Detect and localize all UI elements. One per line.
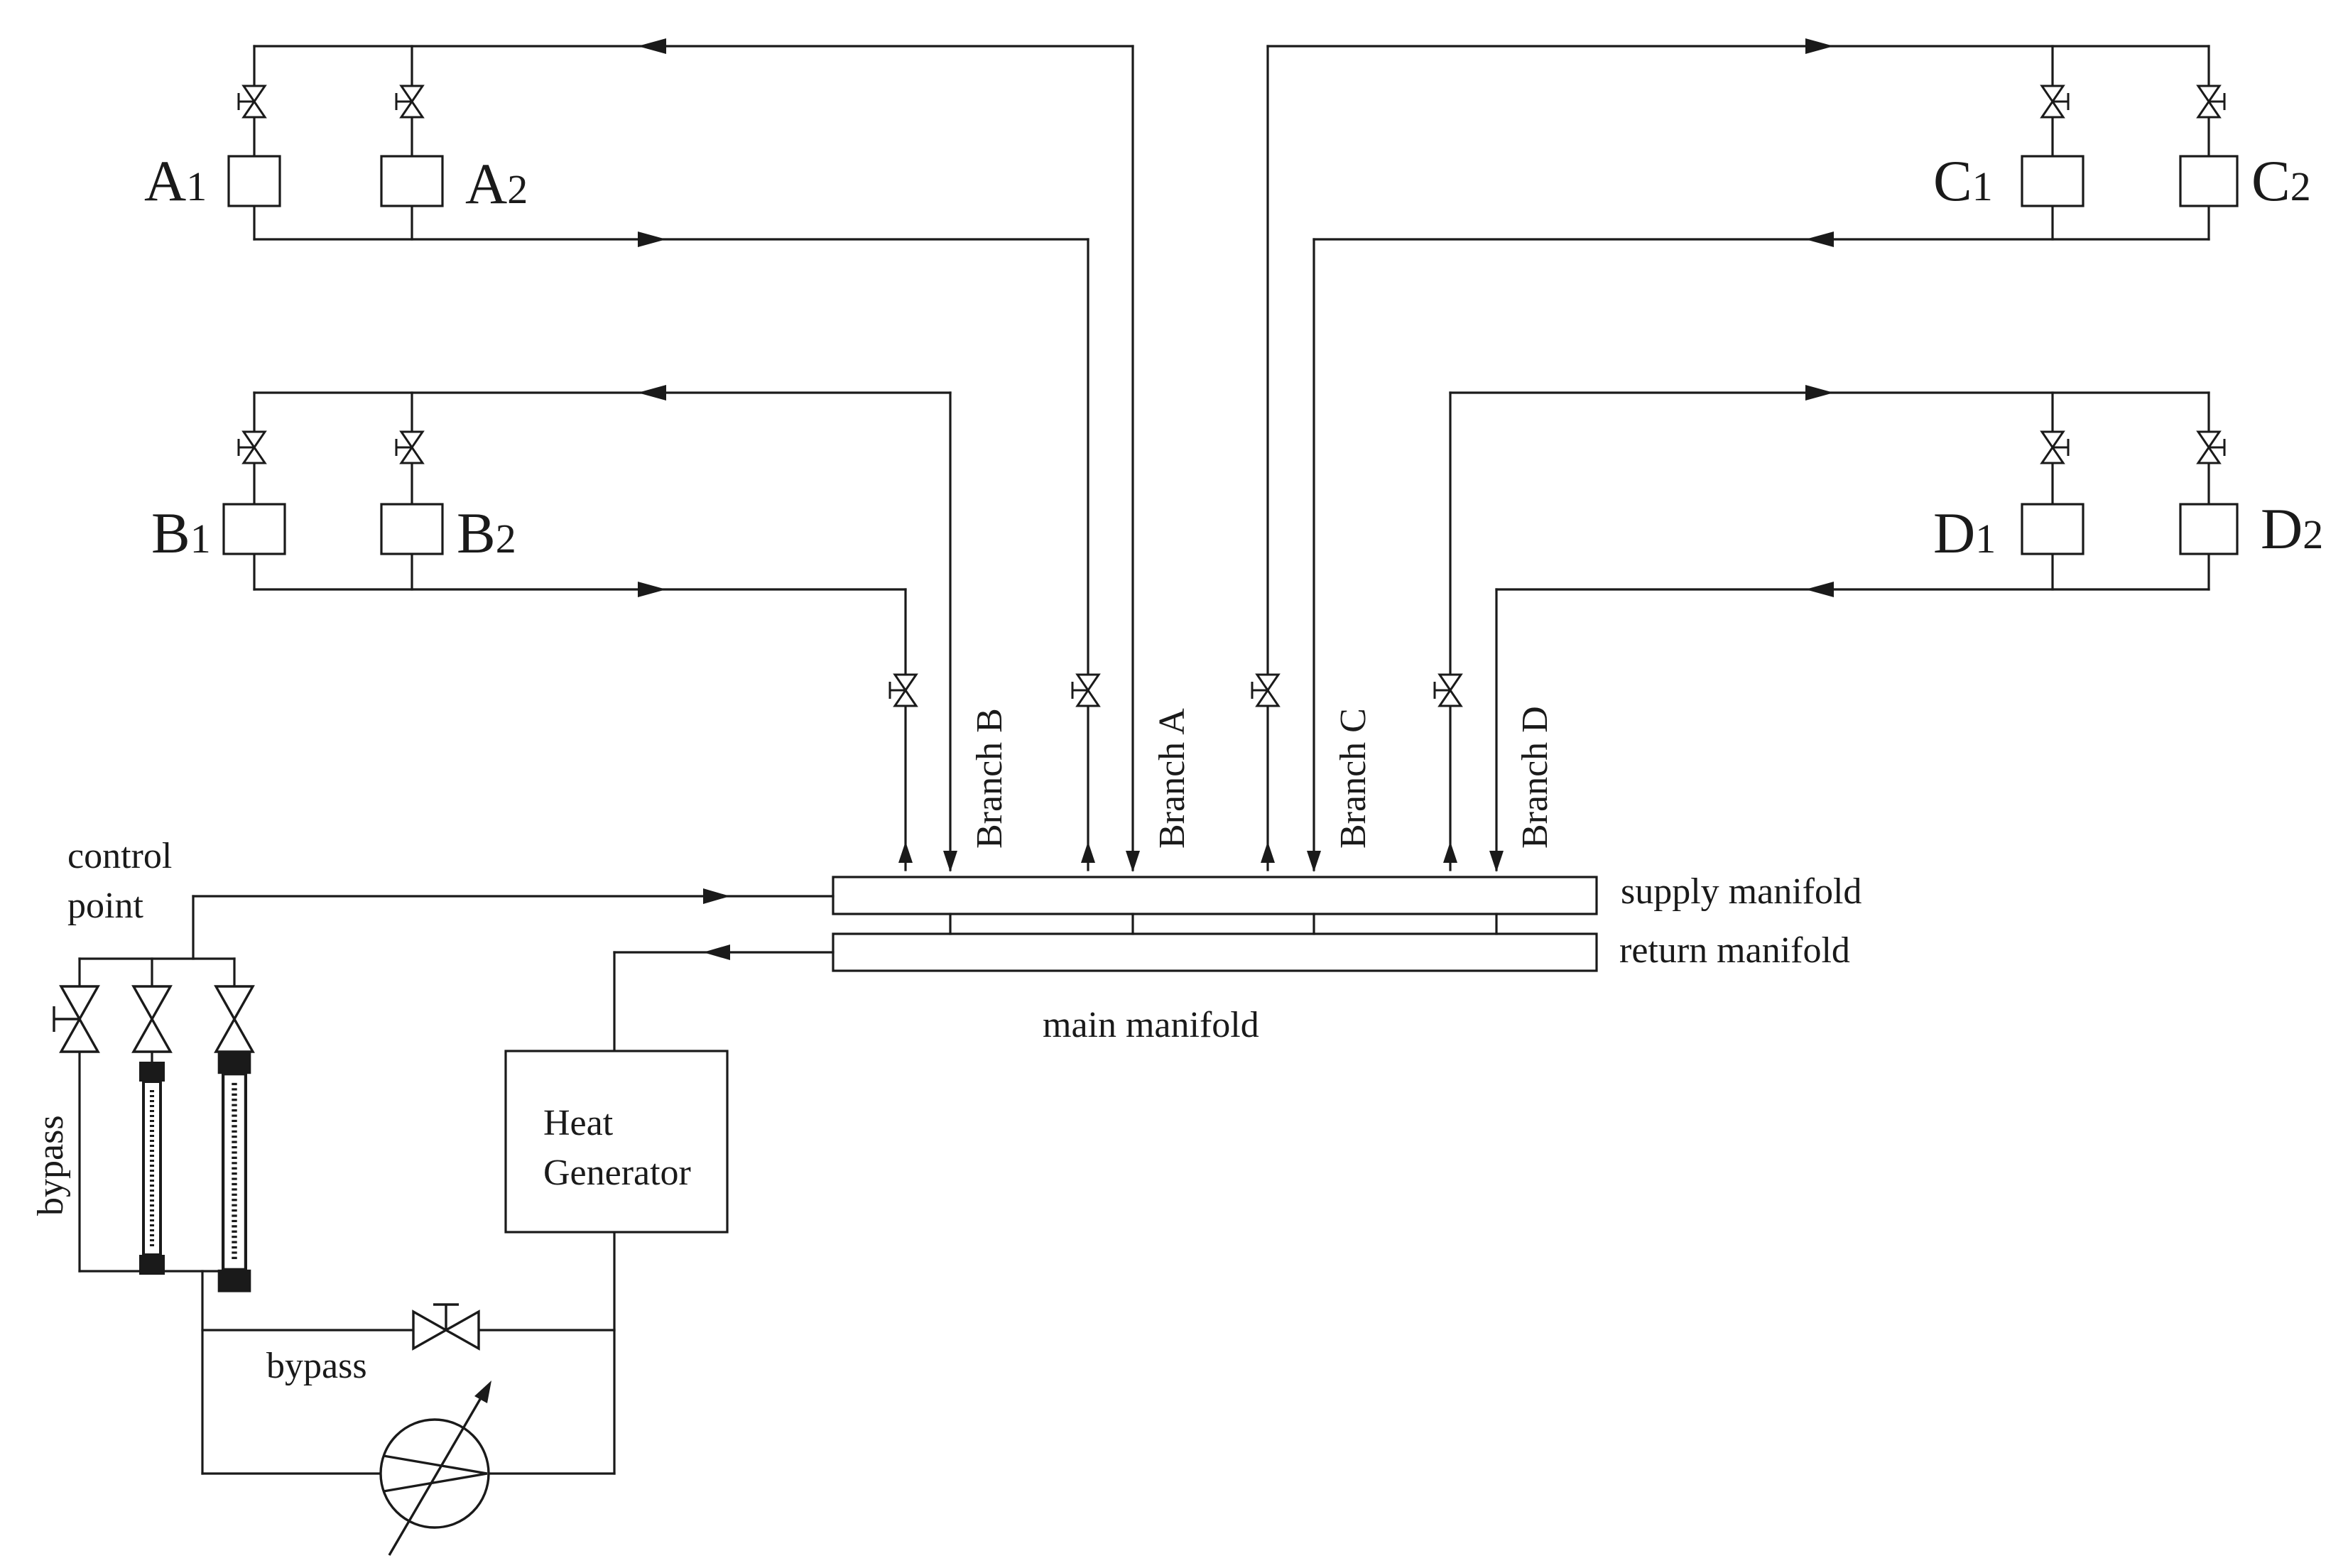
- heat-generator-label-line2: Generator: [543, 1153, 691, 1193]
- flow-arrow: [1443, 842, 1457, 863]
- heat-generator: [504, 1050, 729, 1234]
- unit-d2-label: D2: [2261, 496, 2323, 561]
- flow-arrow: [1307, 851, 1321, 872]
- terminal-unit-b2: [380, 503, 444, 555]
- flow-arrow: [1805, 232, 1834, 247]
- supply-manifold: [832, 876, 1598, 915]
- flow-arrow: [898, 842, 913, 863]
- bypass-horizontal-label: bypass: [266, 1346, 367, 1386]
- flow-arrow: [1126, 851, 1140, 872]
- supply-manifold-label: supply manifold: [1621, 871, 1861, 912]
- unit-d1-label: D1: [1933, 501, 1996, 565]
- group-b-piping: [222, 385, 952, 871]
- valve-icon[interactable]: [237, 430, 266, 464]
- valve-icon[interactable]: [237, 85, 266, 119]
- return-manifold: [832, 932, 1598, 972]
- valve-icon[interactable]: [395, 430, 424, 464]
- terminal-unit-a2: [380, 155, 444, 207]
- main-manifold-label: main manifold: [1043, 1005, 1259, 1045]
- control-point-label-line2: point: [67, 886, 143, 926]
- flow-arrow: [943, 851, 957, 872]
- return-manifold-label: return manifold: [1619, 930, 1850, 971]
- branch-c-label: Branch C: [1333, 708, 1374, 849]
- bypass-vertical-label: bypass: [31, 1115, 71, 1216]
- terminal-unit-b1: [222, 503, 286, 555]
- heat-generator-label-line1: Heat: [543, 1103, 614, 1143]
- flow-arrow: [1805, 385, 1834, 401]
- flow-arrow: [638, 38, 666, 54]
- flow-arrow: [638, 232, 666, 247]
- unit-b1-label: B1: [151, 501, 211, 565]
- unit-b2-label: B2: [457, 501, 516, 565]
- group-a-piping: [227, 38, 1134, 871]
- flow-arrow: [1261, 842, 1275, 863]
- flow-arrow: [1489, 851, 1504, 872]
- unit-a2-label: A2: [465, 151, 528, 216]
- terminal-unit-c1: [2021, 155, 2085, 207]
- unit-c2-label: C2: [2251, 148, 2311, 213]
- flow-arrow: [1081, 842, 1095, 863]
- valve-icon[interactable]: [1433, 673, 1462, 707]
- unit-a1-label: A1: [144, 148, 207, 213]
- valve-icon[interactable]: [132, 985, 172, 1053]
- flow-arrow: [1805, 38, 1834, 54]
- branch-b-label: Branch B: [969, 708, 1010, 849]
- flow-arrow: [703, 944, 730, 960]
- valve-icon[interactable]: [395, 85, 424, 119]
- flow-arrow: [1805, 582, 1834, 597]
- valve-icon[interactable]: [2197, 430, 2226, 464]
- valve-icon[interactable]: [2040, 430, 2070, 464]
- group-c-piping: [1266, 38, 2239, 871]
- manifold-connectors: [949, 913, 1498, 935]
- flowmeter-icon: [139, 1062, 165, 1275]
- valve-icon[interactable]: [1071, 673, 1100, 707]
- valve-icon[interactable]: [53, 985, 99, 1053]
- branch-riser-valves: [888, 673, 1504, 872]
- terminal-unit-d2: [2179, 503, 2239, 555]
- unit-c1-label: C1: [1933, 148, 1993, 213]
- valve-icon[interactable]: [888, 673, 918, 707]
- bypass-valve-icon[interactable]: [412, 1303, 480, 1350]
- valve-icon[interactable]: [2197, 85, 2226, 119]
- flow-arrow: [638, 582, 666, 597]
- terminal-unit-c2: [2179, 155, 2239, 207]
- valve-icon[interactable]: [2040, 85, 2070, 119]
- flow-arrow: [638, 385, 666, 401]
- terminal-unit-a1: [227, 155, 281, 207]
- terminal-unit-d1: [2021, 503, 2085, 555]
- flow-arrow: [703, 888, 730, 904]
- group-d-piping: [1449, 385, 2239, 871]
- branch-a-label: Branch A: [1152, 708, 1192, 849]
- control-point-label-line1: control: [67, 836, 172, 876]
- valve-icon[interactable]: [214, 985, 254, 1053]
- variable-speed-pump-icon[interactable]: [379, 1381, 491, 1556]
- valve-icon[interactable]: [1251, 673, 1280, 707]
- branch-d-label: Branch D: [1515, 706, 1555, 849]
- flowmeter-icon: [217, 1051, 251, 1292]
